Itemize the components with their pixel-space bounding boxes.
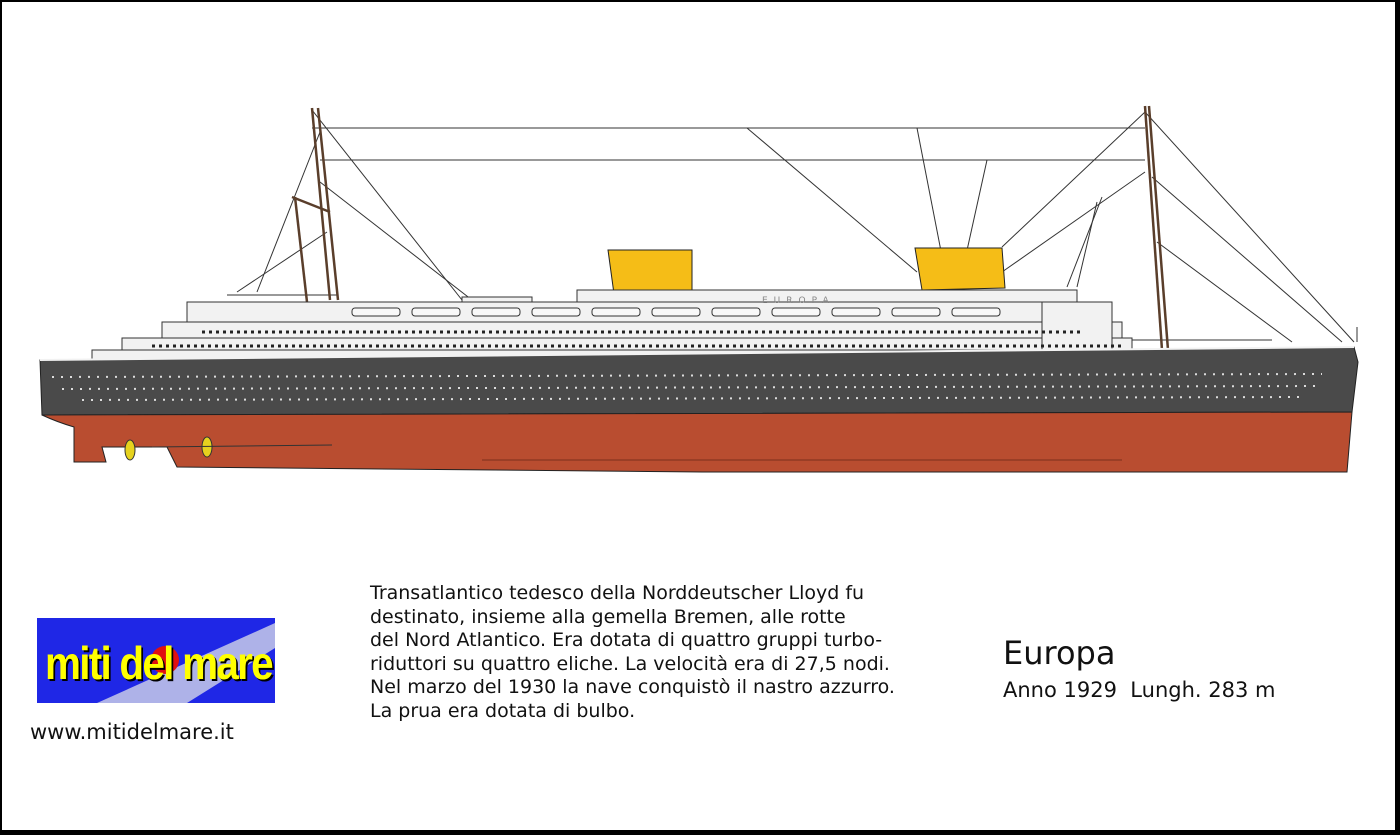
superstructure-name-label: EUROPA	[762, 296, 835, 306]
propellers	[124, 436, 213, 461]
funnel-aft	[914, 247, 1006, 291]
description-line: La prua era dotata di bulbo.	[370, 699, 636, 722]
website-link[interactable]: www.mitidelmare.it	[30, 720, 234, 744]
masts	[291, 105, 1170, 351]
lifeboats	[351, 307, 1001, 317]
description-line: Nel marzo del 1930 la nave conquistò il …	[370, 676, 895, 698]
logo-text: miti del mare	[45, 637, 274, 689]
ship-specs: Anno 1929 Lungh. 283 m	[1003, 678, 1276, 702]
logo-swoosh	[97, 623, 275, 703]
ship-illustration: EUROPA	[39, 105, 1359, 473]
ship-description: Transatlantico tedesco della Norddeutsch…	[370, 582, 970, 723]
description-line: destinato, insieme alla gemella Bremen, …	[370, 605, 846, 628]
portholes	[51, 373, 1323, 401]
deck-window-bands	[152, 330, 1122, 348]
site-logo[interactable]: miti del mare	[37, 618, 275, 703]
rigging-lines	[227, 109, 1358, 343]
description-line: Transatlantico tedesco della Norddeutsch…	[370, 582, 865, 604]
hull-lower	[41, 411, 1353, 473]
description-line: riduttori su quattro eliche. La velocità…	[370, 652, 890, 675]
ship-name: Europa	[1003, 634, 1116, 672]
funnel-forward	[607, 249, 693, 295]
description-line: del Nord Atlantico. Era dotata di quattr…	[370, 629, 883, 651]
